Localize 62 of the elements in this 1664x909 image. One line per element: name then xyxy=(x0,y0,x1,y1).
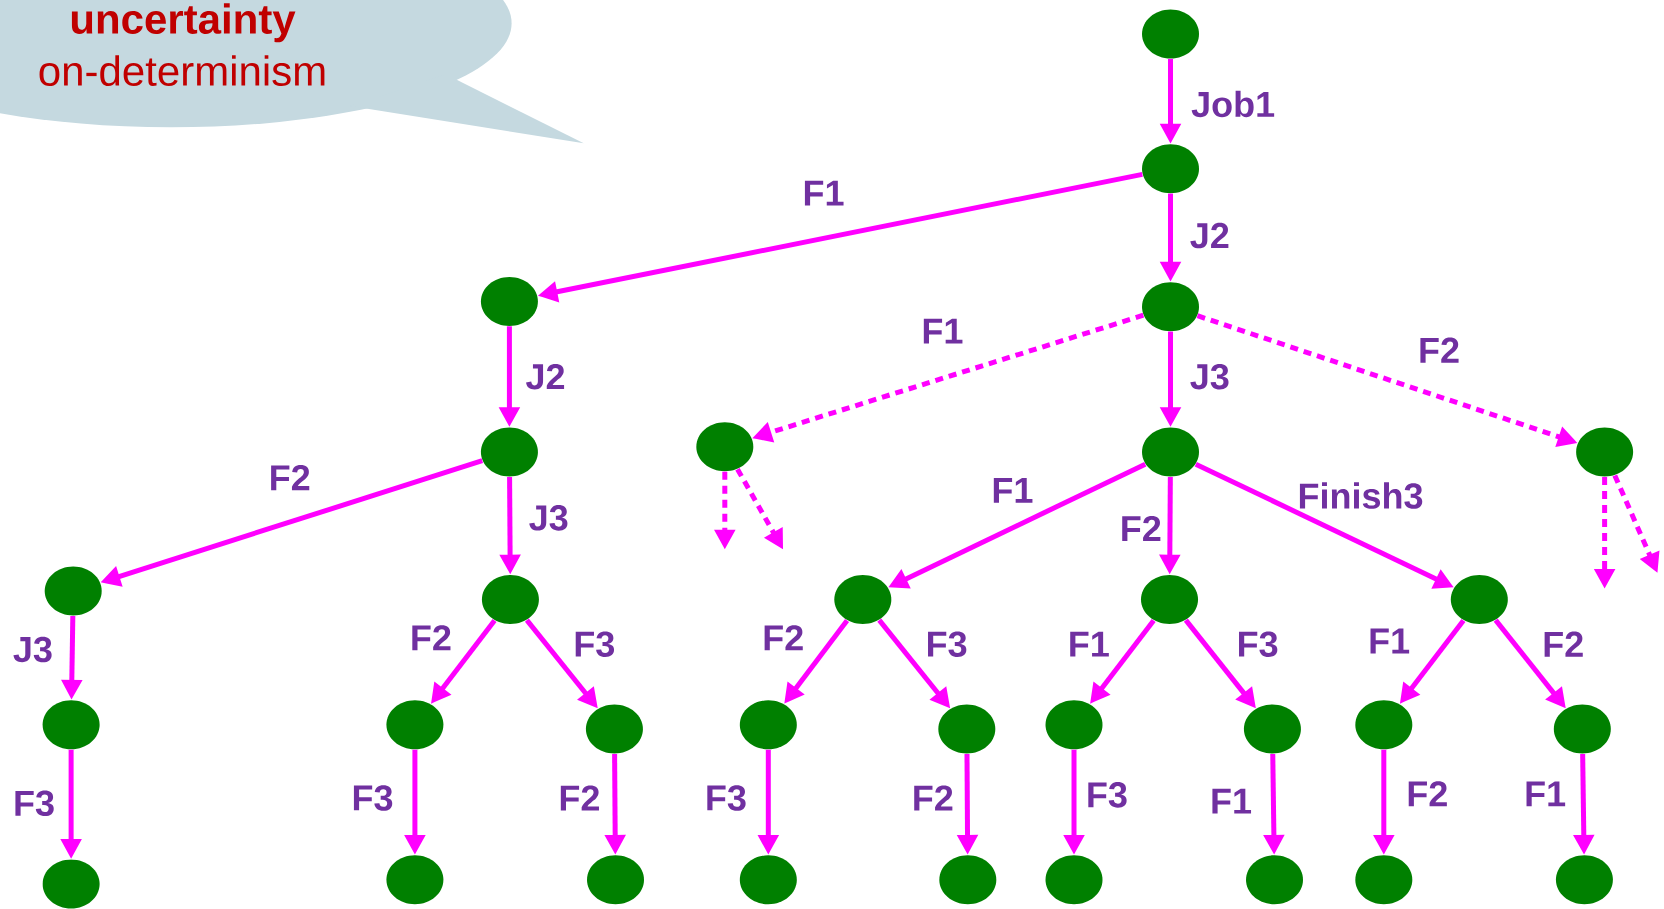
state-circle xyxy=(44,566,102,616)
state-circle xyxy=(1450,575,1508,625)
edge-label: F1 xyxy=(1526,781,1566,807)
edge-label: F1 xyxy=(804,180,844,206)
edge-label: F2 xyxy=(1420,337,1459,363)
state-circle xyxy=(1555,855,1613,905)
state-circle xyxy=(1141,575,1198,625)
edge-label: F1 xyxy=(1370,628,1410,654)
state-circle xyxy=(739,855,797,905)
state-circle xyxy=(696,422,754,472)
edge-label: J2 xyxy=(526,363,565,390)
edge-label: F2 xyxy=(412,625,451,651)
edge-label: F3 xyxy=(1088,782,1127,808)
edge-label: Job1 xyxy=(1191,90,1275,118)
state-circle xyxy=(1355,855,1413,905)
state-circle xyxy=(1576,427,1634,477)
edge-label: F1 xyxy=(923,318,963,344)
edge-label: J3 xyxy=(13,636,52,663)
state-circle xyxy=(1246,855,1303,905)
edge-label: F3 xyxy=(353,785,393,811)
edge-label: F2 xyxy=(1544,631,1583,657)
edge-label: F3 xyxy=(707,785,746,811)
state-circle xyxy=(1142,282,1199,332)
state-circle xyxy=(1355,700,1413,750)
edge-label: F2 xyxy=(1122,515,1161,542)
state-circle xyxy=(481,575,539,625)
edge-label: F1 xyxy=(1070,631,1109,657)
state-circle xyxy=(480,276,538,326)
state-circle xyxy=(1142,144,1199,194)
state-circle xyxy=(585,704,643,754)
speech-bubble: uncertainty on-determinism xyxy=(0,0,584,144)
state-circle xyxy=(834,575,892,625)
edge-label: F1 xyxy=(1212,788,1252,814)
edge-label: F2 xyxy=(271,465,310,491)
state-circle xyxy=(42,700,100,750)
state-circle xyxy=(1243,704,1301,754)
state-circle xyxy=(1045,855,1103,905)
edge-label: F3 xyxy=(1239,631,1278,657)
state-circle xyxy=(1142,427,1199,477)
edge-label: F3 xyxy=(575,631,615,657)
edge-label: F3 xyxy=(15,790,54,817)
edge-label: F2 xyxy=(1408,781,1447,807)
edge-label: J3 xyxy=(529,505,568,531)
state-circle xyxy=(938,704,996,754)
state-circle xyxy=(1553,704,1611,754)
edge-label: J2 xyxy=(1190,222,1229,249)
edge-label: J3 xyxy=(1190,363,1229,390)
edge-label: Finish3 xyxy=(1299,482,1423,509)
state-circle xyxy=(1142,9,1199,59)
state-circle xyxy=(42,859,100,909)
state-circle xyxy=(480,427,538,477)
edge-label: F3 xyxy=(928,631,967,657)
state-circle xyxy=(1045,700,1103,750)
edge-label: F1 xyxy=(993,477,1033,503)
edge-label: F2 xyxy=(764,625,803,651)
edge-label: F2 xyxy=(914,785,953,811)
state-circle xyxy=(386,700,444,750)
edge-label: F2 xyxy=(560,785,599,811)
state-circle xyxy=(587,855,644,905)
state-circle xyxy=(386,855,444,905)
state-circle xyxy=(939,855,997,905)
state-circle xyxy=(739,700,797,750)
